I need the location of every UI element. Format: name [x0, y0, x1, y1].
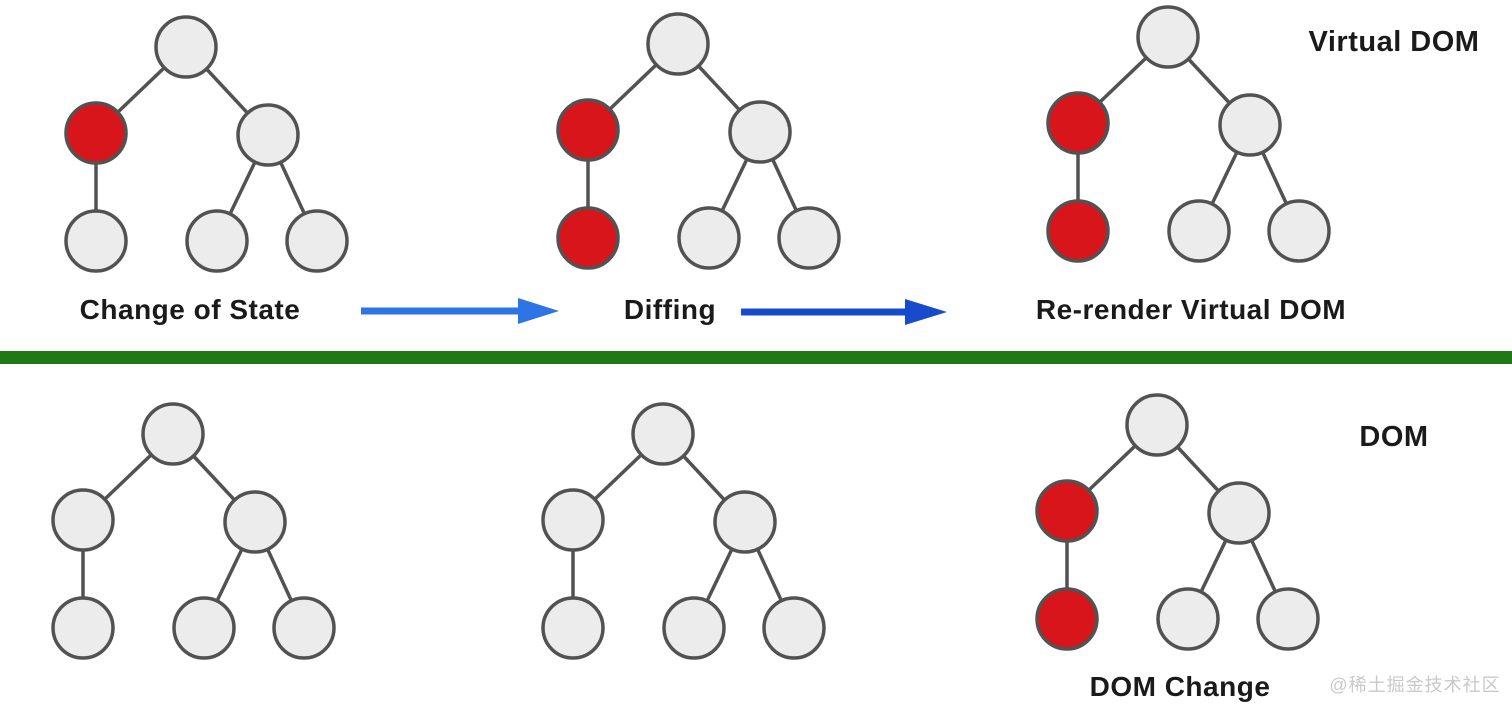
tree-node: [272, 596, 336, 660]
tree-node: [713, 490, 777, 554]
tree-node: [677, 206, 741, 270]
arrow-diffing-to-rerender: [741, 299, 947, 325]
tree-node: [141, 402, 205, 466]
dom-tree-unchanged-1: [51, 402, 336, 660]
arrow-state-to-diffing: [361, 298, 559, 324]
section-title-dom: DOM: [1359, 421, 1429, 453]
tree-node-changed: [556, 98, 620, 162]
tree-node: [1267, 199, 1331, 263]
tree-node: [172, 596, 236, 660]
tree-node-changed: [1035, 587, 1099, 651]
arrow-head-icon: [905, 299, 947, 325]
tree-node: [223, 490, 287, 554]
tree-node-changed: [1046, 199, 1110, 263]
tree-node: [154, 15, 218, 79]
dom-tree-unchanged-2: [541, 402, 826, 660]
tree-node: [1207, 481, 1271, 545]
dom-change-tree: [1035, 393, 1320, 651]
tree-node: [662, 596, 726, 660]
rerender-virtual-dom-tree: [1046, 5, 1331, 263]
tree-node-changed: [1046, 91, 1110, 155]
tree-node: [646, 12, 710, 76]
label-change-of-state: Change of State: [79, 294, 301, 325]
tree-node: [64, 209, 128, 273]
tree-node: [541, 596, 605, 660]
tree-node: [1125, 393, 1189, 457]
tree-node: [1167, 199, 1231, 263]
tree-node: [236, 103, 300, 167]
tree-node-changed: [556, 206, 620, 270]
change-of-state-tree: [64, 15, 349, 273]
tree-node: [631, 402, 695, 466]
tree-node-changed: [1035, 479, 1099, 543]
watermark: @稀土掘金技术社区: [1329, 675, 1501, 695]
tree-node: [185, 209, 249, 273]
section-title-virtual-dom: Virtual DOM: [1308, 26, 1480, 58]
tree-node: [541, 488, 605, 552]
tree-node: [762, 596, 826, 660]
section-divider: [0, 351, 1512, 364]
tree-node-changed: [64, 101, 128, 165]
tree-node: [1256, 587, 1320, 651]
tree-node: [1136, 5, 1200, 69]
tree-node: [285, 209, 349, 273]
tree-node: [51, 596, 115, 660]
tree-node: [777, 206, 841, 270]
label-rerender-virtual-dom: Re-render Virtual DOM: [1035, 294, 1347, 325]
label-diffing: Diffing: [623, 294, 717, 325]
tree-node: [51, 488, 115, 552]
label-dom-change: DOM Change: [1089, 671, 1271, 702]
tree-node: [728, 100, 792, 164]
diffing-tree: [556, 12, 841, 270]
tree-node: [1218, 93, 1282, 157]
tree-node: [1156, 587, 1220, 651]
arrow-head-icon: [518, 298, 559, 324]
